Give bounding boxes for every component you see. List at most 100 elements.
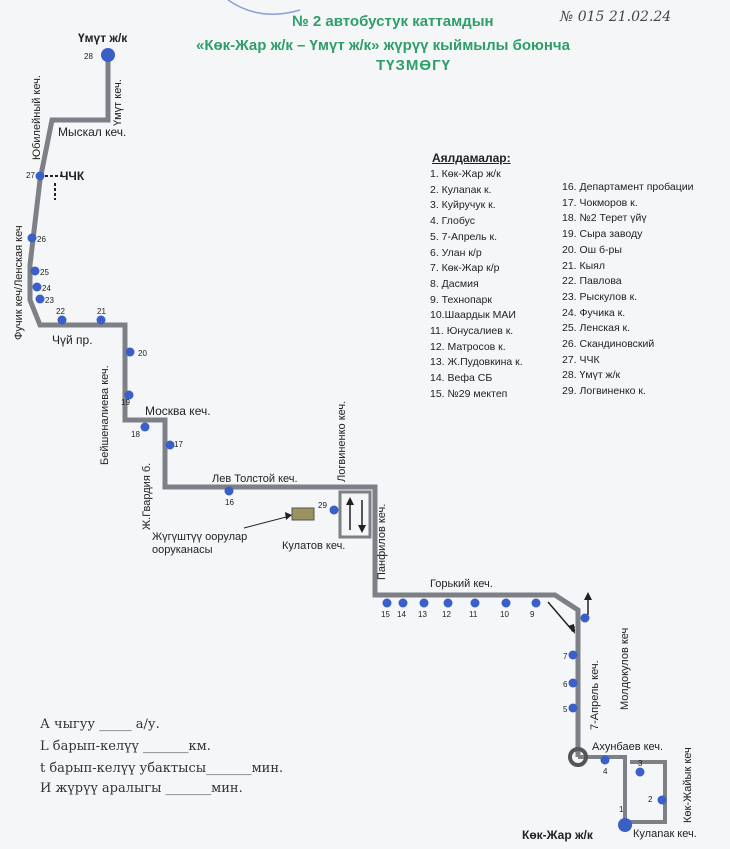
- legend-stop-3: 3. Куйручук к.: [430, 199, 496, 212]
- legend-stop-2: 2. Кулanaк к.: [430, 183, 492, 196]
- stop-marker-24: [32, 282, 42, 292]
- legend-stop-16: 16. Департамент пробации: [562, 181, 694, 193]
- stop-number-6: 6: [563, 680, 568, 689]
- stop-number-28: 28: [84, 52, 93, 61]
- bottom-line2: L барып-келүү _______км.: [40, 739, 211, 754]
- stop-marker-8: [580, 613, 590, 623]
- stop-number-29: 29: [318, 501, 327, 510]
- stop-number-17: 17: [174, 440, 183, 449]
- legend-stop-17: 17. Чокморов к.: [562, 196, 638, 209]
- stop-marker-20: [125, 347, 135, 357]
- direction-arrow-2-head: [584, 592, 592, 600]
- stop-number-15: 15: [381, 610, 390, 619]
- label-depot: Жүгүштүү оорулар ооруканасы: [152, 531, 248, 557]
- stop-marker-22: [57, 315, 67, 325]
- stop-marker-6: [568, 678, 578, 688]
- stop-marker-23: [35, 294, 45, 304]
- stop-marker-19: [124, 390, 134, 400]
- depot-pointer: [243, 515, 291, 529]
- stop-marker-2: [657, 795, 667, 805]
- stop-marker-29: [329, 505, 339, 515]
- stop-number-10: 10: [500, 610, 509, 619]
- stop-marker-12: [443, 598, 453, 608]
- legend-stop-20: 20. Ош б-ры: [562, 243, 622, 256]
- stop-number-2: 2: [648, 795, 653, 804]
- stop-marker-10: [501, 598, 511, 608]
- legend-stop-19: 19. Сыра заводу: [562, 228, 643, 241]
- stop-number-23: 23: [45, 296, 54, 305]
- stop-marker-25: [30, 266, 40, 276]
- stop-number-21: 21: [97, 307, 106, 316]
- stop-number-1: 1: [619, 805, 624, 814]
- label-kulatov: Кулатов кеч.: [282, 540, 346, 552]
- label-lev-tolstoy: Лев Толстой кеч.: [212, 473, 298, 485]
- legend-stop-11: 11. Юнусалиев к.: [430, 325, 514, 337]
- legend-stop-15: 15. №29 мектеп: [430, 387, 508, 400]
- route-line: [27, 55, 581, 757]
- stop-marker-18: [140, 422, 150, 432]
- legend-stop-9: 9. Технопарк: [430, 293, 492, 306]
- stop-number-16: 16: [225, 498, 234, 507]
- stop-number-24: 24: [42, 284, 51, 293]
- label-april7: 7-Апрель кеч.: [589, 660, 601, 730]
- stop-marker-4: [600, 755, 610, 765]
- stop-number-8: 8: [571, 625, 576, 634]
- stop-number-3: 3: [638, 759, 643, 768]
- handwritten-note: № 015 21.02.24: [560, 9, 672, 25]
- stops-layer: 1234567891011121314151617181920212223242…: [26, 52, 667, 814]
- legend-stop-7: 7. Көк-Жар к/р: [430, 262, 500, 275]
- legend-stop-25: 25. Ленская к.: [562, 322, 631, 335]
- legend-stop-27: 27. ЧЧК: [562, 353, 600, 366]
- turnaround-circle: [568, 747, 588, 767]
- bottom-line3: t барып-келүү убактысы_______мин.: [40, 761, 284, 776]
- stop-marker-16: [224, 486, 234, 496]
- arrow-down-head: [358, 525, 366, 533]
- arrow-up-head: [346, 497, 354, 505]
- depot-box: [291, 507, 315, 521]
- stop-marker-15: [382, 598, 392, 608]
- stop-number-20: 20: [138, 349, 147, 358]
- label-moldokulov: Молдокулов кеч: [619, 627, 631, 710]
- label-beishenalieva: Бейшеналиева кеч.: [99, 365, 111, 465]
- legend-stop-10: 10.Шаардык МАИ: [430, 309, 516, 322]
- legend-stop-5: 5. 7-Апрель к.: [430, 230, 498, 243]
- depot-pointer-head: [285, 512, 292, 520]
- stop-number-27: 27: [26, 171, 35, 180]
- label-yubileyny: Юбилейный кеч.: [31, 75, 43, 160]
- legend-stop-8: 8. Дасмия: [430, 277, 479, 290]
- stop-marker-5: [568, 703, 578, 713]
- title-line2: «Көк-Жар ж/к – Үмүт ж/к» жүрүү кыймылы б…: [196, 37, 570, 54]
- terminal-kok-zhar: [618, 818, 632, 832]
- route-loop: [578, 755, 667, 824]
- stop-marker-21: [96, 315, 106, 325]
- stop-marker-27: [35, 171, 45, 181]
- legend-stop-14: 14. Вефа СБ: [430, 372, 493, 385]
- title-line1: № 2 автобустук каттамдын: [292, 13, 494, 30]
- direction-arrow-head: [568, 624, 575, 634]
- label-fuchik-lensk: Фучик кеч/Ленская кеч: [13, 225, 25, 340]
- label-gorky: Горький кеч.: [430, 578, 493, 590]
- stop-number-12: 12: [442, 610, 451, 619]
- label-panfilov: Панфилов кеч.: [376, 503, 388, 580]
- label-umut-top: Үмүт ж/к: [78, 31, 128, 45]
- stop-marker-14: [398, 598, 408, 608]
- stop-number-22: 22: [56, 307, 65, 316]
- legend-stop-21: 21. Кыял: [562, 259, 605, 272]
- legend-stop-6: 6. Улан к/р: [430, 246, 482, 259]
- stop-marker-7: [568, 650, 578, 660]
- logvinenko-loop: [338, 490, 372, 539]
- label-kulanak: Кулanaк кеч.: [633, 828, 697, 840]
- title-line3: ТҮЗМӨГҮ: [376, 57, 451, 74]
- direction-arrow: [547, 601, 573, 631]
- stop-marker-26: [27, 233, 37, 243]
- legend-stop-12: 12. Матросов к.: [430, 340, 506, 353]
- legend-stop-18: 18. №2 Терет үйү: [562, 212, 647, 225]
- stop-number-18: 18: [131, 430, 140, 439]
- legend-stop-4: 4. Глобус: [430, 215, 476, 228]
- label-logvinenko: Логвиненко кеч.: [336, 400, 348, 482]
- legend-heading: Аялдамалар:: [432, 151, 511, 165]
- stop-number-5: 5: [563, 705, 568, 714]
- stop-number-9: 9: [530, 610, 535, 619]
